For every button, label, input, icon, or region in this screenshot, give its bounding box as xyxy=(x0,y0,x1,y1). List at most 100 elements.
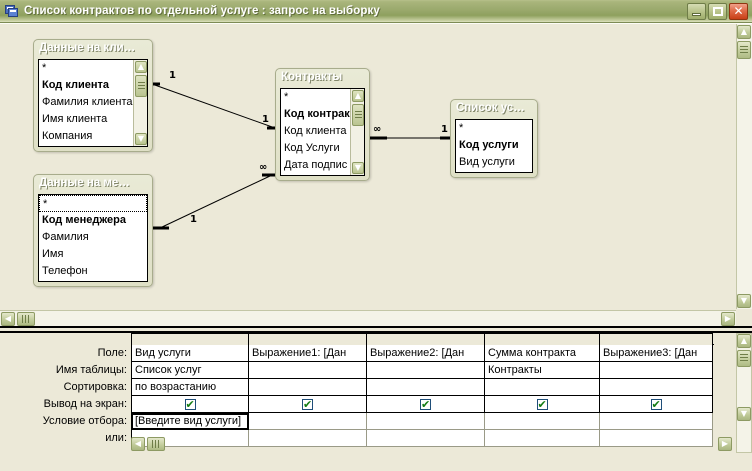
show-checkbox[interactable] xyxy=(536,398,548,411)
cell-field[interactable]: Выражение1: [Дан xyxy=(249,345,367,362)
scroll-up-icon[interactable]: ▲ xyxy=(135,61,147,73)
cell-criteria[interactable]: [Введите вид услуги] xyxy=(131,413,249,430)
show-checkbox[interactable] xyxy=(302,398,313,411)
title-bar[interactable]: Список контрактов по отдельной услуге : … xyxy=(0,0,752,23)
table-box-clients[interactable]: Данные на кли… * Код клиента Фамилия кли… xyxy=(33,39,153,152)
cell-show[interactable] xyxy=(131,396,249,413)
field-item[interactable]: Код Услуги xyxy=(284,142,340,154)
cell-or[interactable] xyxy=(485,430,600,447)
close-button[interactable]: ✕ xyxy=(729,2,748,20)
scroll-up-icon[interactable]: ▲ xyxy=(737,25,751,39)
minimize-button[interactable] xyxy=(687,2,706,20)
scroll-down-icon[interactable]: ▼ xyxy=(352,162,364,174)
field-list-services[interactable]: * Код услуги Вид услуги xyxy=(455,119,533,173)
column-selector[interactable] xyxy=(600,333,713,345)
cell-show[interactable] xyxy=(367,396,485,413)
field-item[interactable]: Телефон xyxy=(42,265,88,277)
qbe-grid: Вид услуги Выражение1: [Дан Выражение2: … xyxy=(131,333,714,447)
scroll-down-icon[interactable]: ▼ xyxy=(737,294,751,308)
field-item[interactable]: Фамилия xyxy=(42,231,89,243)
cell-or[interactable] xyxy=(367,430,485,447)
column-selector[interactable] xyxy=(131,333,249,345)
column-selector[interactable] xyxy=(485,333,600,345)
scroll-left-icon[interactable]: ◀ xyxy=(1,312,15,326)
field-item[interactable]: Компания xyxy=(42,130,93,142)
scroll-left-icon[interactable]: ◀ xyxy=(131,437,145,451)
diagram-vertical-scrollbar[interactable]: ▲ ▼ xyxy=(736,24,752,309)
cell-table[interactable]: Контракты xyxy=(485,362,600,379)
row-label-sort: Сортировка: xyxy=(63,381,127,393)
cell-field[interactable]: Выражение2: [Дан xyxy=(367,345,485,362)
field-item[interactable]: Код услуги xyxy=(459,139,519,151)
grid-row-criteria: [Введите вид услуги] xyxy=(131,413,714,430)
field-item[interactable]: * xyxy=(42,62,47,74)
grid-horizontal-scrollbar[interactable]: ◀ xyxy=(131,437,251,452)
field-item[interactable]: Код клиента xyxy=(42,79,109,91)
scroll-down-icon[interactable]: ▼ xyxy=(737,407,751,421)
field-list-contracts[interactable]: * Код контрак Код клиента Код Услуги Дат… xyxy=(280,88,365,176)
scroll-thumb[interactable] xyxy=(352,104,364,126)
column-selector[interactable] xyxy=(367,333,485,345)
field-list-scrollbar[interactable]: ▲ ▼ xyxy=(133,60,147,146)
field-item[interactable]: Код менеджера xyxy=(42,214,126,226)
scroll-down-icon[interactable]: ▼ xyxy=(135,133,147,145)
field-item[interactable]: Дата подпис xyxy=(284,159,348,171)
column-selector[interactable] xyxy=(249,333,367,345)
field-item[interactable]: Код контрак xyxy=(284,108,350,120)
scroll-right-icon[interactable]: ▶ xyxy=(721,312,735,326)
scroll-thumb[interactable] xyxy=(17,312,35,326)
show-checkbox[interactable] xyxy=(650,398,662,411)
show-checkbox[interactable] xyxy=(420,398,431,411)
field-item[interactable]: Фамилия клиента xyxy=(42,96,133,108)
table-box-managers[interactable]: Данные на ме… * Код менеджера Фамилия Им… xyxy=(33,174,153,287)
scroll-thumb[interactable] xyxy=(147,437,165,451)
pane-splitter[interactable] xyxy=(0,326,752,333)
cell-field[interactable]: Вид услуги xyxy=(131,345,249,362)
scroll-thumb[interactable] xyxy=(135,75,147,97)
cell-table[interactable] xyxy=(600,362,713,379)
cell-criteria[interactable] xyxy=(367,413,485,430)
cell-sort[interactable] xyxy=(485,379,600,396)
cell-table[interactable]: Список услуг xyxy=(131,362,249,379)
cell-sort[interactable]: по возрастанию xyxy=(131,379,249,396)
cell-show[interactable] xyxy=(249,396,367,413)
cell-sort[interactable] xyxy=(249,379,367,396)
cell-criteria[interactable] xyxy=(249,413,367,430)
diagram-canvas[interactable]: 1 1 1 ∞ ∞ 1 Данные на кли… * Код клиента… xyxy=(0,24,726,309)
cell-sort[interactable] xyxy=(600,379,713,396)
table-box-contracts[interactable]: Контракты * Код контрак Код клиента Код … xyxy=(275,68,370,181)
cell-or[interactable] xyxy=(600,430,713,447)
cell-show[interactable] xyxy=(600,396,713,413)
cell-field[interactable]: Выражение3: [Дан xyxy=(600,345,713,362)
field-item[interactable]: Вид услуги xyxy=(459,156,515,168)
field-item[interactable]: Код клиента xyxy=(284,125,347,137)
field-list-managers[interactable]: * Код менеджера Фамилия Имя Телефон xyxy=(38,194,148,282)
scroll-up-icon[interactable]: ▲ xyxy=(737,334,751,348)
cell-sort[interactable] xyxy=(367,379,485,396)
diagram-horizontal-scrollbar[interactable]: ◀ ▶ xyxy=(0,310,736,326)
cell-table[interactable] xyxy=(249,362,367,379)
cell-table[interactable] xyxy=(367,362,485,379)
grid-horizontal-scroll-right[interactable]: ▶ xyxy=(718,437,734,452)
cell-criteria[interactable] xyxy=(600,413,713,430)
field-item[interactable]: Имя xyxy=(42,248,64,260)
field-list-scrollbar[interactable]: ▲ ▼ xyxy=(350,89,364,175)
maximize-button[interactable] xyxy=(708,2,727,20)
scroll-up-icon[interactable]: ▲ xyxy=(352,90,364,102)
field-item[interactable]: * xyxy=(459,122,464,134)
scroll-thumb[interactable] xyxy=(737,41,751,59)
field-item[interactable]: Имя клиента xyxy=(42,113,108,125)
cell-or[interactable] xyxy=(249,430,367,447)
grid-vertical-scrollbar[interactable]: ▲ ▼ xyxy=(736,333,752,453)
field-item[interactable]: * xyxy=(39,195,147,212)
cell-show[interactable] xyxy=(485,396,600,413)
scroll-thumb[interactable] xyxy=(737,350,751,367)
field-list-clients[interactable]: * Код клиента Фамилия клиента Имя клиент… xyxy=(38,59,148,147)
cell-criteria[interactable] xyxy=(485,413,600,430)
show-checkbox[interactable] xyxy=(184,398,196,411)
table-title-services: Список ус… xyxy=(456,102,525,114)
field-item[interactable]: * xyxy=(284,91,289,103)
scroll-right-icon[interactable]: ▶ xyxy=(718,437,732,451)
cell-field[interactable]: Сумма контракта xyxy=(485,345,600,362)
table-box-services[interactable]: Список ус… * Код услуги Вид услуги xyxy=(450,99,538,178)
